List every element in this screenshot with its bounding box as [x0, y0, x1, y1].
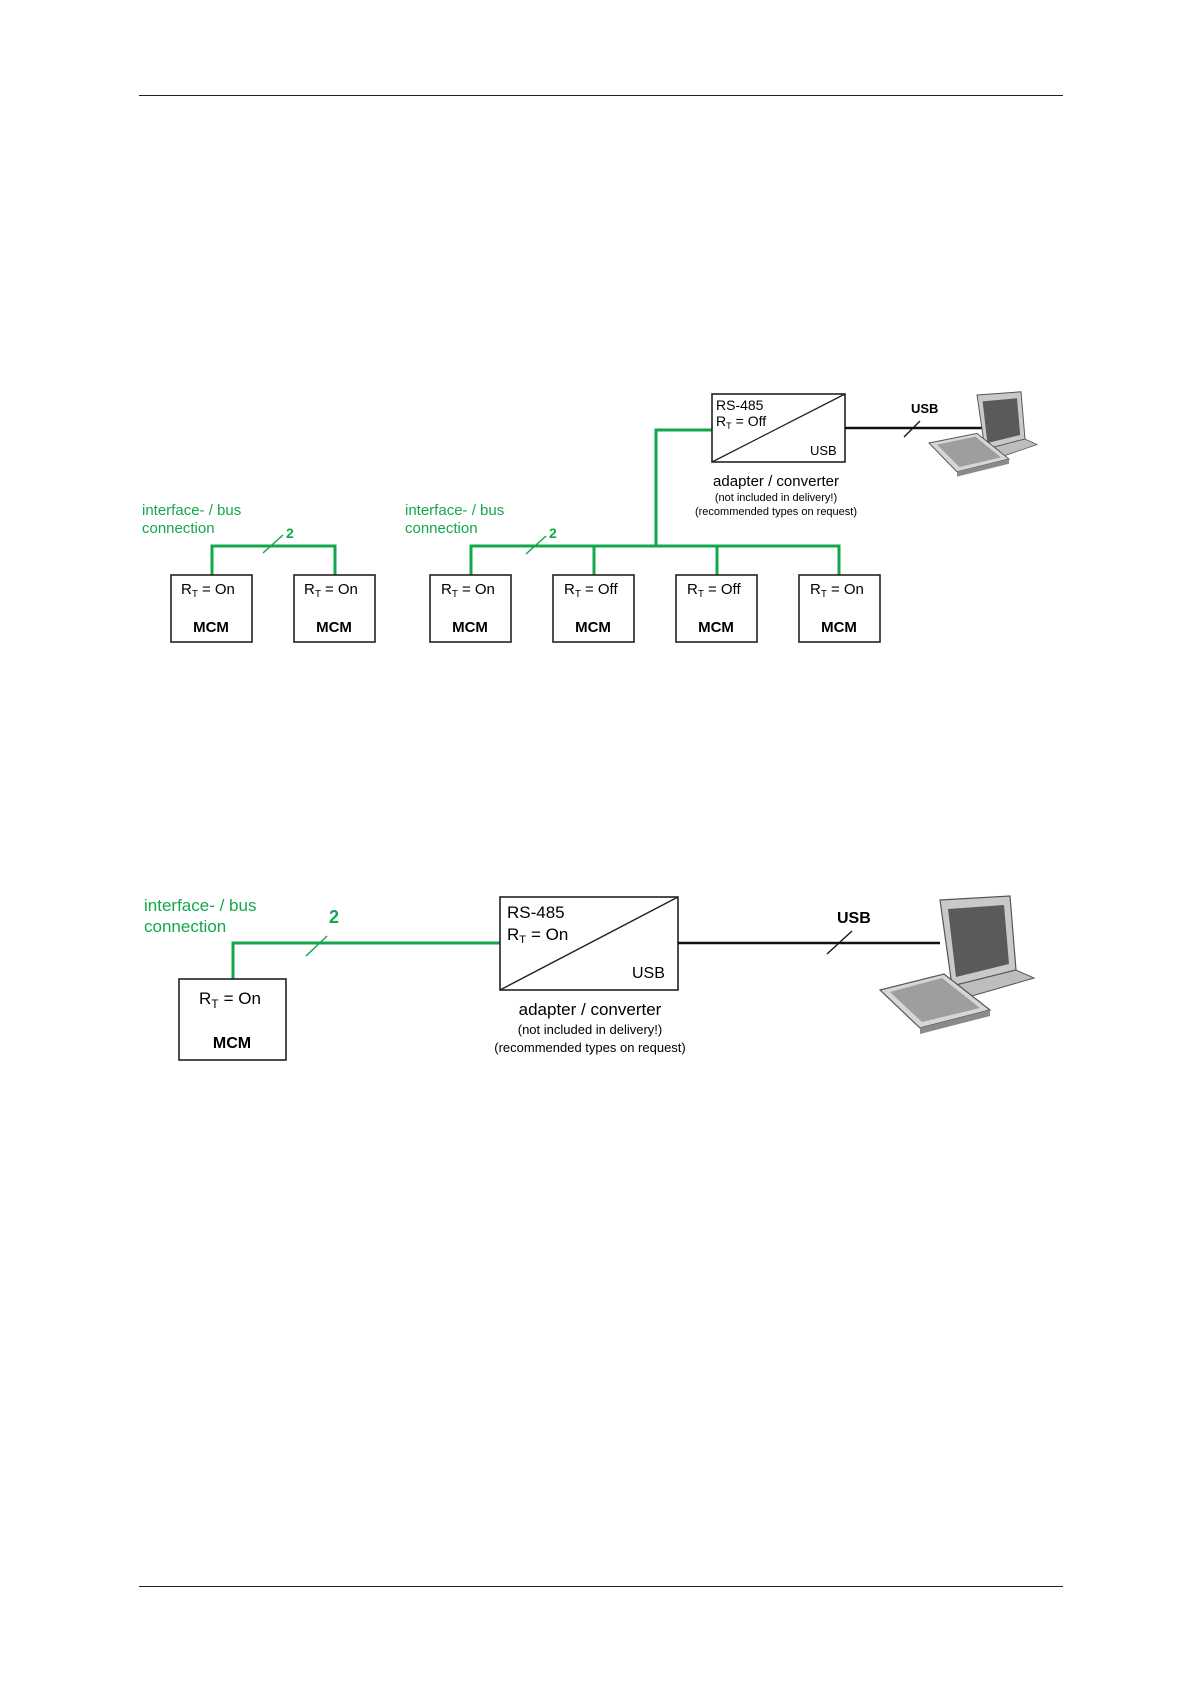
svg-text:RT= On: RT= On: [181, 581, 235, 600]
desktop-computer-icon: [928, 391, 1039, 477]
usb-tick: [903, 420, 921, 438]
header-rule: [139, 95, 1063, 96]
mcm-device-single: RT= On MCM: [178, 978, 287, 1061]
desktop-computer-icon-single: [878, 895, 1036, 1034]
converter-port-usb-single: USB: [632, 965, 665, 982]
wire-count-single: 2: [329, 907, 339, 927]
mcm-device-right-2: RT= Off MCM: [552, 574, 635, 643]
wire-count-right: 2: [549, 525, 557, 541]
wire-count-tick-single: [305, 935, 328, 957]
adapter-title: adapter / converter: [713, 473, 839, 490]
bus-label-right-line1: interface- / bus: [405, 502, 504, 519]
bus-line-single: [231, 941, 500, 979]
svg-text:MCM: MCM: [213, 1035, 251, 1052]
mcm-device-left-1: RT= On MCM: [170, 574, 253, 643]
bus-line-right: [469, 428, 841, 577]
bus-label-right-line2: connection: [405, 520, 478, 537]
wire-count-tick-right: [525, 535, 547, 555]
bus-line-left: [210, 544, 337, 577]
adapter-note-2-single: (recommended types on request): [494, 1040, 685, 1055]
usb-label-single: USB: [837, 910, 871, 927]
bus-label-single-line2: connection: [144, 917, 226, 936]
svg-text:MCM: MCM: [452, 619, 488, 636]
svg-text:RT= Off: RT= Off: [687, 581, 741, 600]
mcm-device-left-2: RT= On MCM: [293, 574, 376, 643]
converter-protocol-single: RS-485: [507, 903, 565, 922]
svg-text:RT= On: RT= On: [304, 581, 358, 600]
bus-label-single-line1: interface- / bus: [144, 896, 256, 915]
mcm-device-right-1: RT= On MCM: [429, 574, 512, 643]
converter-port-usb: USB: [810, 443, 837, 458]
single-device-diagram: interface- / bus connection 2 RT= On MCM…: [144, 895, 1036, 1061]
adapter-note-1: (not included in delivery!): [715, 492, 837, 504]
svg-text:MCM: MCM: [575, 619, 611, 636]
svg-text:MCM: MCM: [821, 619, 857, 636]
svg-text:RT= On: RT= On: [199, 989, 261, 1011]
multi-device-bus-diagram: interface- / bus connection interface- /…: [142, 391, 1039, 643]
wire-count-tick-left: [262, 534, 284, 554]
converter-diagonal: [711, 393, 846, 463]
svg-text:RT= On: RT= On: [810, 581, 864, 600]
svg-text:MCM: MCM: [193, 619, 229, 636]
bus-label-left-line2: connection: [142, 520, 215, 537]
svg-text:RT= On: RT= On: [441, 581, 495, 600]
mcm-device-right-3: RT= Off MCM: [675, 574, 758, 643]
footer-rule: [139, 1586, 1063, 1587]
adapter-note-1-single: (not included in delivery!): [518, 1022, 663, 1037]
adapter-title-single: adapter / converter: [519, 1000, 662, 1019]
svg-text:MCM: MCM: [316, 619, 352, 636]
converter-rt-single: RT= On: [507, 925, 568, 946]
wire-count-left: 2: [286, 525, 294, 541]
svg-text:RT= Off: RT= Off: [564, 581, 618, 600]
converter-protocol: RS-485: [716, 397, 764, 413]
svg-text:RT= Off: RT= Off: [716, 413, 766, 431]
mcm-device-right-4: RT= On MCM: [798, 574, 881, 643]
adapter-note-2: (recommended types on request): [695, 506, 857, 518]
converter-rt: RT= Off: [716, 413, 766, 431]
svg-text:MCM: MCM: [698, 619, 734, 636]
converter-diagonal-single: [499, 896, 679, 991]
usb-label: USB: [911, 401, 938, 416]
bus-label-left-line1: interface- / bus: [142, 502, 241, 519]
usb-tick-single: [826, 930, 853, 955]
